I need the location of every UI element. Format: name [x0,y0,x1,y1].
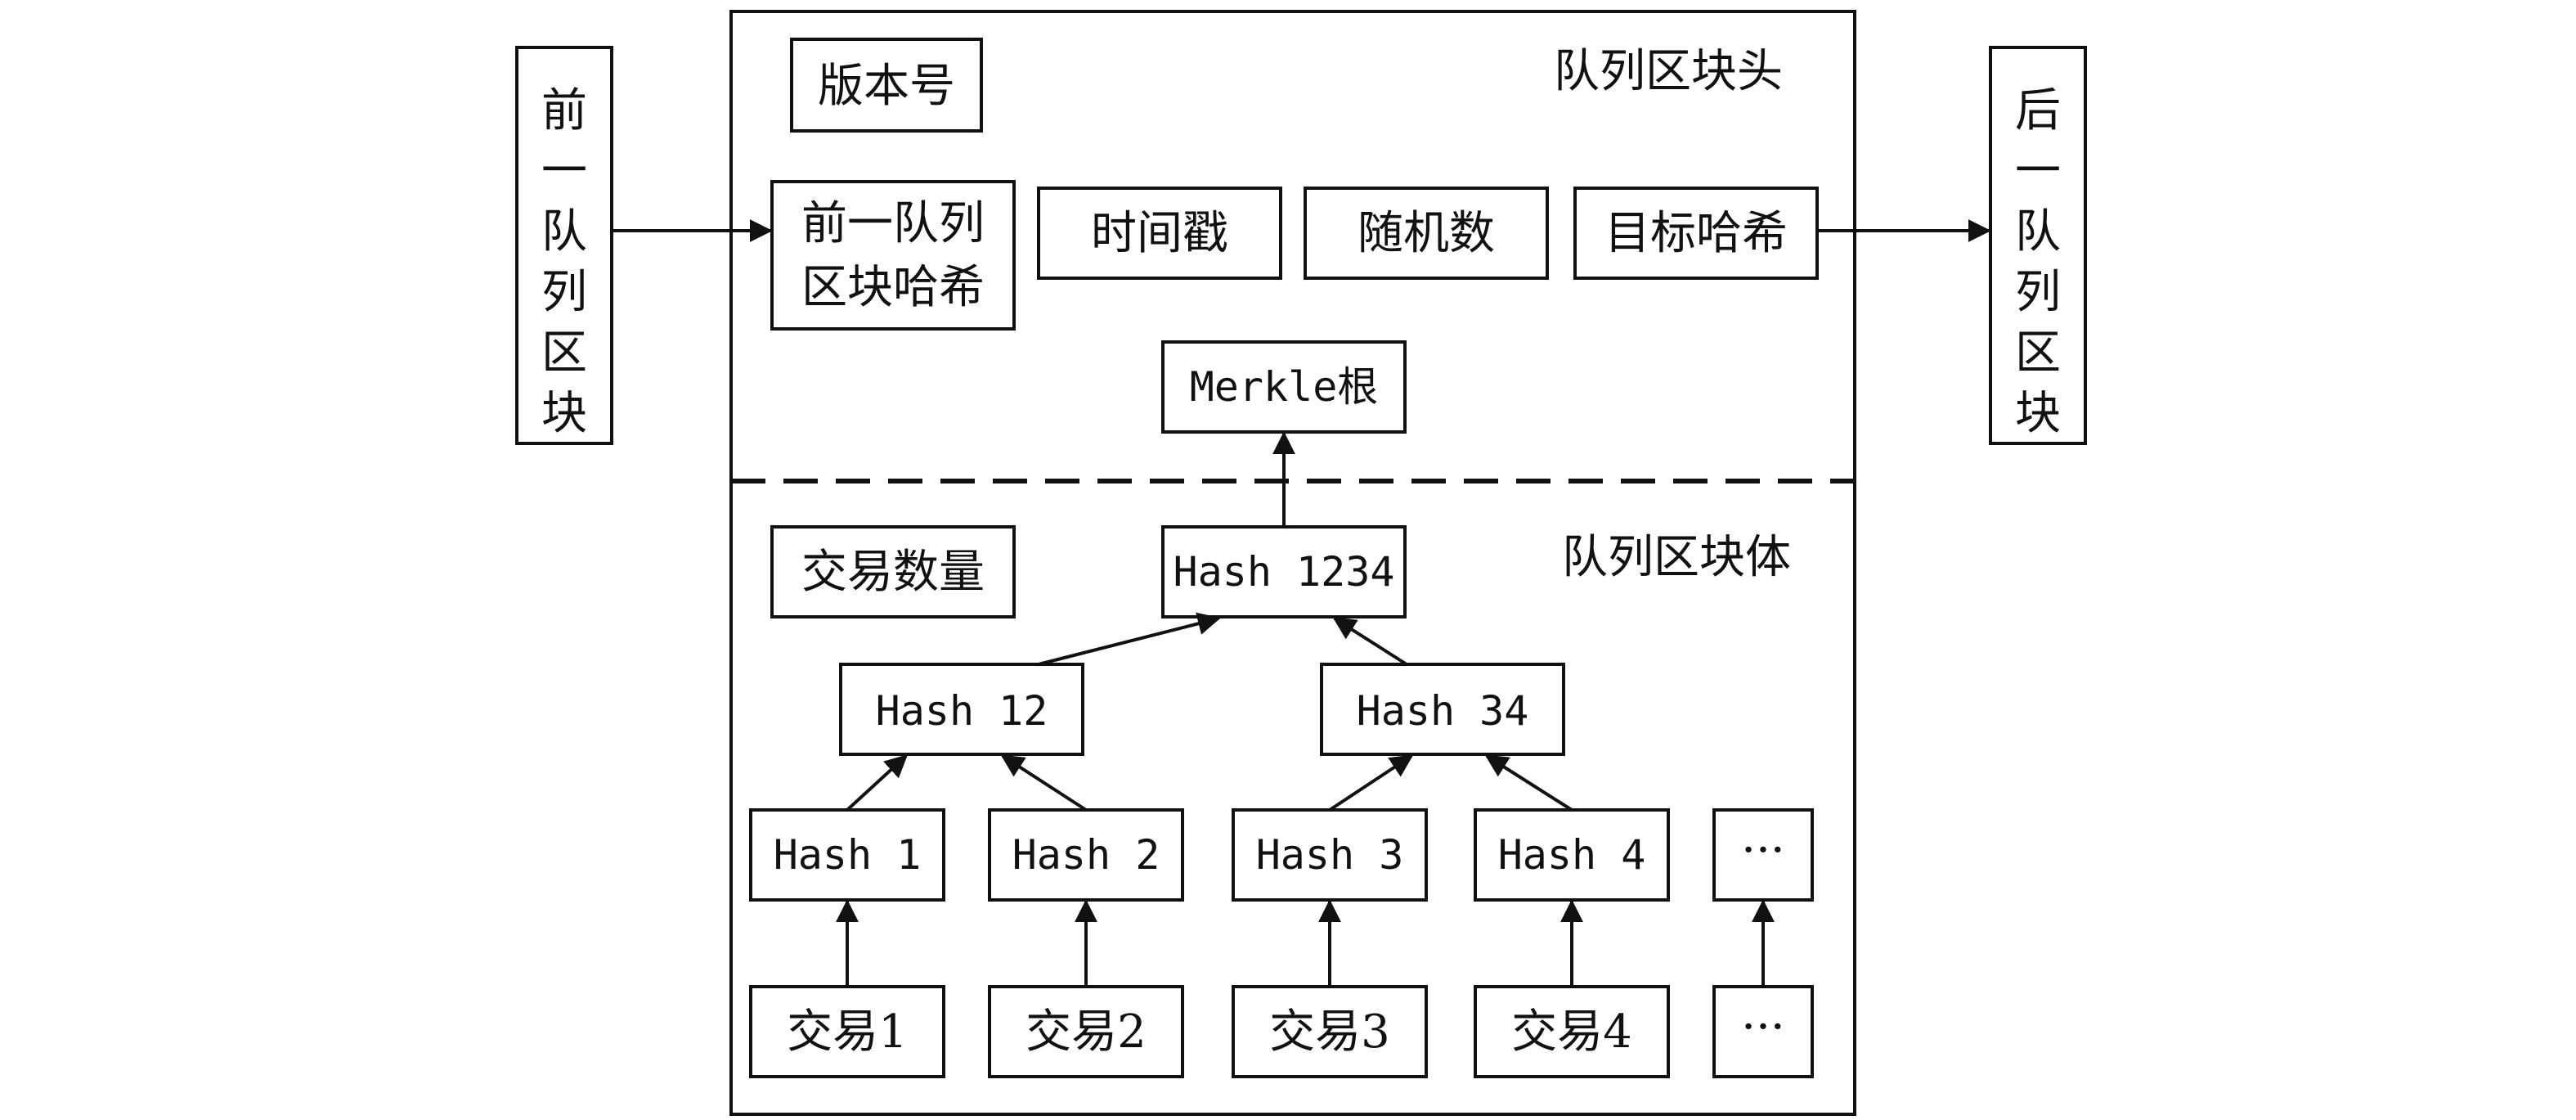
svg-text:区: 区 [541,326,587,380]
tx-1-box [749,985,945,1078]
hash-34-box [1320,663,1565,756]
tx-2-box [988,985,1184,1078]
version-box [790,38,983,133]
svg-text:列: 列 [2015,266,2061,319]
hash-1-label: Hash 1 [774,831,922,879]
arrow-hash34-to-hash1234 [1332,617,1408,666]
block-body-title: 队列区块体 [1562,531,1791,584]
prev-block-box [515,46,613,445]
tx-4-label: 交易4 [1511,1005,1632,1059]
hash-4-label: Hash 4 [1498,831,1646,879]
hash-more-box [1712,808,1814,902]
tx-3-label: 交易3 [1269,1005,1390,1059]
next-block-label: 后 一 队 列 区 块 [2015,84,2061,440]
hash-1-box [749,808,945,902]
hash-12-box [839,663,1084,756]
tx-2-label: 交易2 [1025,1005,1147,1059]
tx-count-label: 交易数量 [801,546,985,599]
tx-more-label: ··· [1741,1001,1784,1054]
hash-3-box [1232,808,1428,902]
svg-text:块: 块 [2015,387,2061,440]
svg-text:队: 队 [2015,205,2061,259]
prev-hash-box [770,180,1016,331]
arrow-hash12-to-hash1234 [1038,612,1221,666]
prev-block-label: 前 一 队 列 区 块 [541,84,587,440]
svg-text:一: 一 [541,145,587,198]
next-block-box [1989,46,2087,445]
version-label: 版本号 [818,60,955,113]
tx-3-box [1232,985,1428,1078]
nonce-label: 随机数 [1358,207,1495,260]
tx-1-label: 交易1 [787,1005,908,1059]
arrow-hash2-to-hash12 [1000,754,1088,812]
tx-4-box [1474,985,1670,1078]
arrow-hash1-to-hash12 [846,754,909,812]
svg-text:列: 列 [541,266,587,319]
nonce-box [1304,187,1549,280]
svg-text:前: 前 [541,84,587,137]
arrow-hash3-to-hash34 [1328,754,1414,812]
block-header-title: 队列区块头 [1554,45,1783,98]
target-hash-label: 目标哈希 [1604,207,1788,260]
svg-text:区: 区 [2015,326,2061,380]
hash-12-label: Hash 12 [876,687,1048,735]
prev-hash-label-line1: 前一队列 [801,197,985,250]
hash-1234-label: Hash 1234 [1174,548,1395,596]
timestamp-label: 时间戳 [1091,207,1228,260]
target-hash-box [1573,187,1819,280]
merkle-root-label: Merkle根 [1190,363,1379,411]
svg-text:块: 块 [541,387,587,440]
timestamp-box [1037,187,1282,280]
merkle-root-box [1161,340,1407,434]
arrow-hash4-to-hash34 [1484,754,1573,812]
svg-text:后: 后 [2015,84,2061,137]
tx-count-box [770,525,1016,618]
hash-2-label: Hash 2 [1012,831,1160,879]
hash-more-label: ··· [1741,824,1784,877]
hash-34-label: Hash 34 [1357,687,1529,735]
svg-text:一: 一 [2015,145,2061,198]
prev-hash-label-line2: 区块哈希 [801,261,985,314]
svg-text:队: 队 [541,205,587,259]
hash-3-label: Hash 3 [1256,831,1404,879]
hash-1234-box [1161,525,1407,618]
